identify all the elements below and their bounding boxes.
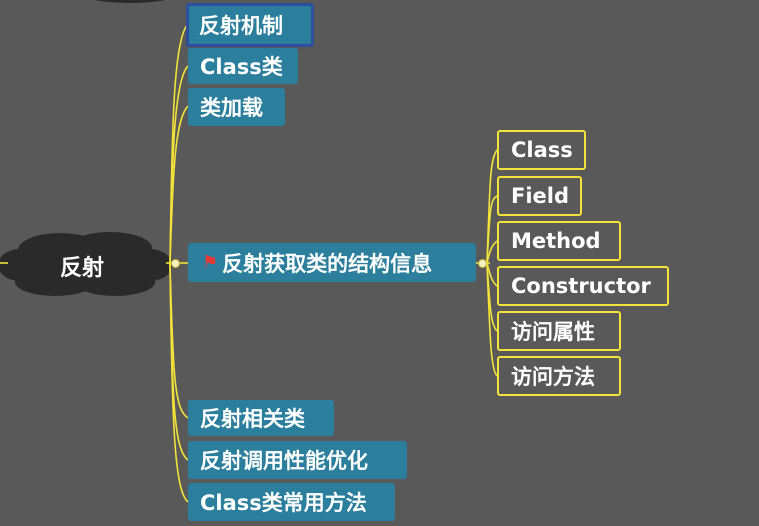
node-label: Field (511, 184, 570, 208)
node-label: Class (511, 138, 573, 162)
node-label: 类加载 (200, 96, 263, 120)
branch-reflection-related-classes[interactable]: 反射相关类 (188, 400, 334, 436)
node-label: Class类 (200, 55, 283, 79)
node-label: Method (511, 229, 601, 253)
branch-reflection-performance[interactable]: 反射调用性能优化 (188, 441, 407, 479)
sub-method[interactable]: Method (497, 221, 621, 261)
node-label: Class类常用方法 (200, 491, 367, 515)
collapse-toggle-root[interactable] (171, 259, 180, 268)
node-label: 访问方法 (511, 365, 595, 389)
node-label: 反射相关类 (200, 407, 305, 431)
collapse-toggle-structure[interactable] (478, 259, 487, 268)
branch-class-structure-info[interactable]: ⚑反射获取类的结构信息 (188, 243, 476, 282)
root-cloud-shape (0, 232, 172, 296)
red-flag-icon: ⚑ (202, 252, 219, 273)
node-label: Constructor (511, 274, 651, 298)
sub-field[interactable]: Field (497, 176, 582, 216)
branch-class-class[interactable]: Class类 (188, 48, 298, 84)
sub-access-method[interactable]: 访问方法 (497, 356, 621, 396)
sub-constructor[interactable]: Constructor (497, 266, 669, 306)
node-label: 反射机制 (199, 14, 283, 38)
sub-class[interactable]: Class (497, 130, 586, 170)
branch-reflection-mechanism[interactable]: 反射机制 (186, 3, 314, 47)
branch-class-common-methods[interactable]: Class类常用方法 (188, 483, 395, 521)
offscreen-cloud (94, 0, 166, 3)
node-label: 反射获取类的结构信息 (222, 251, 433, 276)
sub-access-field[interactable]: 访问属性 (497, 311, 621, 351)
node-label: 反射调用性能优化 (200, 449, 368, 473)
node-label: 访问属性 (511, 320, 595, 344)
branch-class-loading[interactable]: 类加载 (188, 88, 285, 126)
root-node[interactable]: 反射 (60, 256, 105, 281)
